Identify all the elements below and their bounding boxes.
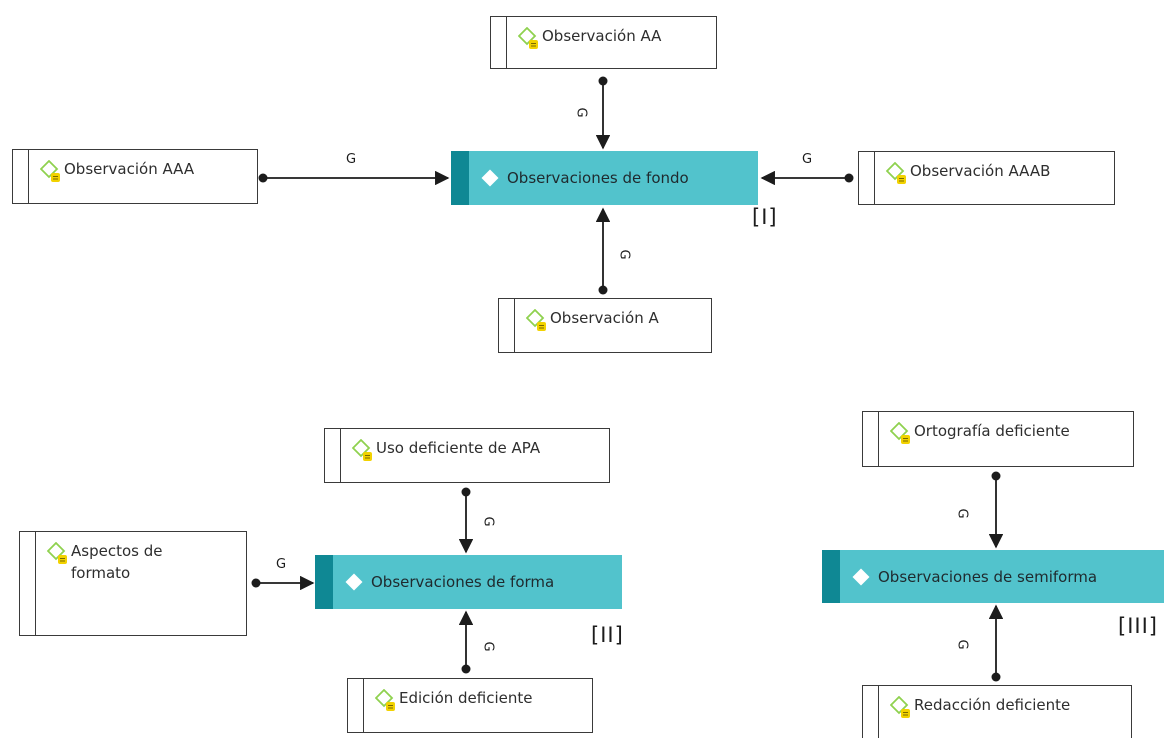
relation-label: G xyxy=(480,641,496,652)
quotation-margin-bar xyxy=(878,412,879,466)
quotation-node-formato[interactable]: Aspectos de formato xyxy=(19,531,247,636)
code-label: Observaciones de fondo xyxy=(507,169,689,187)
quotation-node-edicion[interactable]: Edición deficiente xyxy=(347,678,593,733)
quotation-icon xyxy=(886,162,906,184)
quotation-icon xyxy=(518,27,538,49)
quotation-node-ortografia[interactable]: Ortografía deficiente xyxy=(862,411,1134,467)
code-diamond-icon xyxy=(345,573,363,591)
quotation-icon xyxy=(526,309,546,331)
relation-edicion-forma[interactable] xyxy=(458,610,474,674)
quotation-node-aa[interactable]: Observación AA xyxy=(490,16,717,69)
code-diamond-icon xyxy=(852,568,870,585)
code-label: Observaciones de forma xyxy=(371,573,555,591)
relation-label: G xyxy=(346,152,357,167)
relation-aa-fondo[interactable] xyxy=(595,76,611,150)
quotation-icon xyxy=(890,422,910,444)
relation-label: G xyxy=(276,557,287,572)
relation-label: G xyxy=(954,639,970,650)
code-accent xyxy=(451,151,469,205)
quotation-icon xyxy=(352,439,372,461)
quotation-margin-bar xyxy=(874,152,875,204)
quotation-label: Redacción deficiente xyxy=(914,696,1071,714)
relation-label: G xyxy=(480,516,496,527)
quotation-label: Observación AA xyxy=(542,27,662,45)
quotation-margin-bar xyxy=(363,679,364,732)
quotation-margin-bar xyxy=(514,299,515,352)
quotation-icon xyxy=(890,696,910,718)
code-node-semiforma[interactable]: Observaciones de semiforma xyxy=(822,550,1164,603)
quotation-node-a[interactable]: Observación A xyxy=(498,298,712,353)
quotation-icon xyxy=(40,160,60,182)
quotation-node-apa[interactable]: Uso deficiente de APA xyxy=(324,428,610,483)
group-tag-semiforma: [III] xyxy=(1118,614,1158,638)
quotation-label: Ortografía deficiente xyxy=(914,422,1070,440)
quotation-label: Observación AAA xyxy=(64,160,195,178)
quotation-node-redaccion[interactable]: Redacción deficiente xyxy=(862,685,1132,738)
code-node-forma[interactable]: Observaciones de forma xyxy=(315,555,622,609)
quotation-label: Uso deficiente de APA xyxy=(376,439,541,457)
relation-aaab-fondo[interactable] xyxy=(760,170,854,186)
quotation-label: Edición deficiente xyxy=(399,689,533,707)
quotation-margin-bar xyxy=(28,150,29,203)
quotation-node-aaa[interactable]: Observación AAA xyxy=(12,149,258,204)
quotation-icon xyxy=(375,689,395,711)
code-label: Observaciones de semiforma xyxy=(878,567,1098,586)
relation-a-fondo[interactable] xyxy=(595,207,611,295)
relation-ortografia-semiforma[interactable] xyxy=(988,471,1004,549)
code-accent xyxy=(315,555,333,609)
quotation-node-aaab[interactable]: Observación AAAB xyxy=(858,151,1115,205)
code-diamond-icon xyxy=(481,169,499,187)
relation-apa-forma[interactable] xyxy=(458,487,474,554)
quotation-margin-bar xyxy=(878,686,879,738)
group-tag-forma: [II] xyxy=(591,623,624,647)
relation-formato-forma[interactable] xyxy=(251,575,315,591)
code-node-fondo[interactable]: Observaciones de fondo xyxy=(451,151,758,205)
relation-label: G xyxy=(802,152,813,167)
relation-label: G xyxy=(573,107,589,118)
quotation-label: Observación A xyxy=(550,309,659,327)
relation-label: G xyxy=(616,249,632,260)
quotation-icon xyxy=(47,542,67,564)
quotation-margin-bar xyxy=(35,532,36,635)
relation-label: G xyxy=(954,508,970,519)
quotation-margin-bar xyxy=(506,17,507,68)
quotation-margin-bar xyxy=(340,429,341,482)
quotation-label: Observación AAAB xyxy=(910,162,1051,180)
quotation-label: Aspectos de formato xyxy=(71,542,163,582)
code-accent xyxy=(822,550,840,603)
relation-redaccion-semiforma[interactable] xyxy=(988,604,1004,682)
group-tag-fondo: [I] xyxy=(752,205,778,229)
relation-aaa-fondo[interactable] xyxy=(258,170,450,186)
